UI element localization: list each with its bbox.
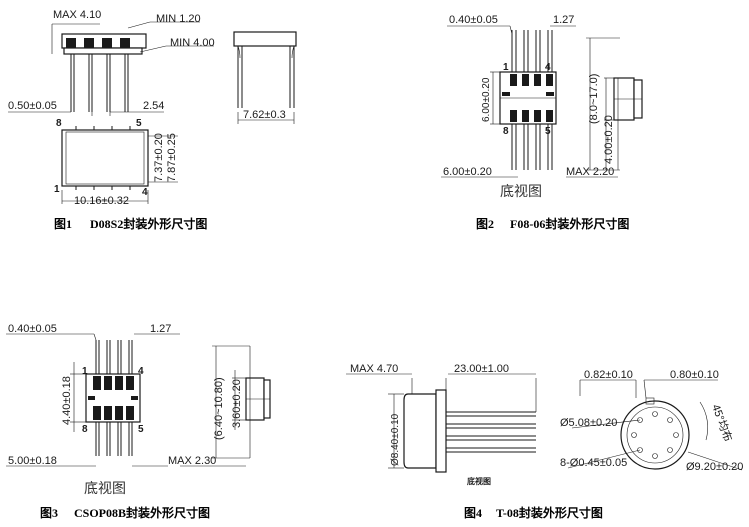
- fig1-max-height: MAX 4.10: [53, 9, 101, 21]
- fig1-pin1: 1: [54, 184, 60, 195]
- fig1-min-lead-len: MIN 4.00: [170, 37, 215, 49]
- fig2-pin8: 8: [503, 126, 509, 137]
- fig3-bottom-view: [6, 340, 168, 467]
- fig2-body-w: 6.00±0.20: [481, 77, 492, 122]
- fig1-caption-text: D08S2封装外形尺寸图: [90, 216, 207, 231]
- fig1-pin5: 5: [136, 118, 142, 129]
- fig4-lead-len: 23.00±1.00: [454, 363, 509, 375]
- fig3-body-w: 4.40±0.18: [61, 376, 73, 425]
- fig4-tab-w: 0.82±0.10: [584, 369, 633, 381]
- fig2-body-h: 4.00±0.20: [603, 115, 615, 164]
- fig2-max-h: MAX 2.20: [566, 166, 614, 178]
- fig3-overall: (6.40~10.80): [213, 377, 225, 440]
- fig1-side-view: [8, 21, 214, 116]
- fig2-pitch: 1.27: [553, 14, 574, 26]
- fig4-max-h: MAX 4.70: [350, 363, 398, 375]
- fig3-pin4: 4: [138, 366, 144, 377]
- fig1-lead-width: 0.50±0.05: [8, 100, 57, 112]
- fig1-pin4: 4: [142, 187, 148, 198]
- fig1-pitch: 2.54: [143, 100, 164, 112]
- fig2-bottom-view: [441, 30, 618, 178]
- fig1-width-b: 7.87±0.25: [166, 133, 178, 182]
- fig2-overall: (8.0~17.0): [588, 74, 600, 124]
- fig1-pin8: 8: [56, 118, 62, 129]
- fig3-pin5: 5: [138, 424, 144, 435]
- fig1-top-view: [61, 126, 178, 204]
- fig3-view-label: 底视图: [84, 481, 126, 497]
- fig3-pitch: 1.27: [150, 323, 171, 335]
- fig3-pin8: 8: [82, 424, 88, 435]
- fig3-side-view: [180, 345, 271, 467]
- fig3-body-h: 3.60±0.20: [231, 379, 243, 428]
- fig4-angle: 45°均布: [709, 403, 734, 444]
- fig1-min-lead: MIN 1.20: [156, 13, 201, 25]
- fig1-length: 10.16±0.32: [74, 195, 129, 207]
- fig4-pcd: Ø5.08±0.20: [560, 417, 617, 429]
- fig3-max-h: MAX 2.30: [168, 455, 216, 467]
- fig4-cap-dia: Ø8.40±0.10: [390, 413, 401, 466]
- fig2-side-view: [586, 37, 643, 171]
- fig3-lead-width: 0.40±0.05: [8, 323, 57, 335]
- fig4-flange: Ø9.20±0.20: [686, 461, 743, 473]
- fig4-tab-h: 0.80±0.10: [670, 369, 719, 381]
- fig3-lead-span: 5.00±0.18: [8, 455, 57, 467]
- fig2-caption-number: 图2: [476, 217, 494, 231]
- fig1-end-view: [233, 31, 297, 124]
- fig1-d08s2: MAX 4.10 MIN 1.20 MIN 4.00 0.50±0.05 2.5…: [8, 9, 297, 231]
- fig4-t08: MAX 4.70 23.00±1.00 Ø8.40±0.10 底视图: [346, 363, 743, 520]
- fig4-caption-number: 图4: [464, 506, 482, 520]
- fig3-csop08b: 0.40±0.05 1.27: [6, 323, 271, 520]
- fig4-bottom-view: [567, 379, 743, 471]
- fig2-lead-width: 0.40±0.05: [449, 14, 498, 26]
- fig3-pin1: 1: [82, 366, 88, 377]
- fig1-caption-number: 图1: [54, 217, 72, 231]
- fig2-pin1: 1: [503, 62, 509, 73]
- fig4-leads: 8-Ø0.45±0.05: [560, 457, 627, 469]
- fig4-side-view: [388, 378, 537, 473]
- fig1-row-spacing: 7.62±0.3: [243, 109, 286, 121]
- fig3-caption-number: 图3: [40, 506, 58, 520]
- fig4-caption-text: T-08封装外形尺寸图: [496, 505, 603, 520]
- fig2-caption-text: F08-06封装外形尺寸图: [510, 216, 629, 231]
- fig2-view-label: 底视图: [500, 184, 542, 200]
- fig1-width-a: 7.37±0.20: [153, 133, 165, 182]
- fig4-view-label: 底视图: [466, 476, 491, 486]
- fig2-pin4: 4: [545, 62, 551, 73]
- fig2-f08-06: 0.40±0.05 1.27: [441, 14, 643, 231]
- fig3-caption-text: CSOP08B封装外形尺寸图: [74, 505, 210, 520]
- fig2-pin5: 5: [545, 126, 551, 137]
- fig2-lead-span: 6.00±0.20: [443, 166, 492, 178]
